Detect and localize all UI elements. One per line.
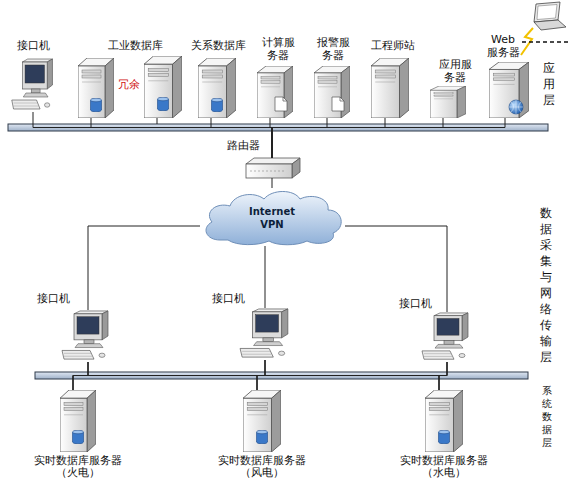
compute-server: 计算服 务器: [257, 66, 293, 118]
network-link: [257, 360, 265, 390]
network-link: [265, 360, 439, 390]
layer-divider: [522, 41, 568, 43]
network-link: [33, 112, 272, 158]
device-label: 接口机: [8, 39, 58, 52]
layer-label: 数据采集与网络传输层: [539, 205, 553, 365]
device-label: 报警服 务器: [314, 36, 352, 62]
network-link: [272, 118, 505, 158]
interface-computer: 接口机: [60, 310, 112, 362]
server-icon: [198, 58, 236, 118]
laptop-screen: [537, 5, 557, 20]
computer-icon: [12, 59, 53, 109]
server-icon: [257, 66, 293, 118]
network-link: [73, 362, 88, 390]
database-icon: [439, 430, 450, 444]
server-icon: [371, 58, 409, 118]
device-label: 关系数据库: [183, 39, 253, 52]
network-link: [91, 118, 272, 158]
network-link: [211, 118, 272, 158]
network-link: [272, 118, 385, 158]
globe-lines: [509, 100, 523, 114]
network-link: [439, 362, 447, 390]
server-icon: [60, 390, 96, 452]
computer-icon: [62, 311, 108, 359]
network-link: [257, 362, 447, 390]
device-label: 路由器: [225, 139, 261, 152]
redundancy-note: 冗余: [115, 78, 143, 91]
router-top: [246, 158, 300, 164]
router-front: [246, 164, 292, 178]
router-side: [292, 158, 300, 178]
network-link: [272, 118, 327, 158]
layer-label: 应用层: [542, 60, 556, 108]
network-link: [88, 362, 439, 390]
interface-computer: 接口机: [238, 308, 292, 360]
database-icon: [158, 97, 169, 111]
device-label: 接口机: [35, 292, 71, 305]
device-label: 实时数据库服务器 （水电）: [397, 455, 491, 479]
laptop-lid: [534, 2, 560, 22]
device-label: 接口机: [210, 292, 246, 305]
device-label: 实时数据库服务器 （风电）: [215, 455, 309, 479]
internet-cloud: Internet VPN: [200, 188, 345, 246]
network-link: [73, 360, 265, 390]
network-link: [270, 118, 272, 158]
database-icon: [73, 430, 84, 444]
web-server: Web 服务器: [489, 62, 529, 118]
realtime-db-server: 实时数据库服务器 （风电）: [243, 390, 281, 452]
server-icon: [430, 86, 466, 118]
document-icon: [332, 97, 344, 111]
cloud-label: Internet VPN: [247, 205, 297, 231]
device-label: Web 服务器: [485, 33, 521, 59]
server-icon: [78, 58, 114, 118]
device-label: 应用服 务器: [436, 58, 474, 84]
globe-icon: [509, 100, 523, 114]
server-icon: [314, 66, 350, 118]
engineer-station: 工程师站: [371, 58, 409, 118]
top-bus-bar: [8, 124, 548, 131]
laptop-base: [534, 20, 566, 30]
bottom-bus-bar: [35, 372, 528, 379]
interface-computer: 接口机: [420, 312, 472, 362]
network-link: [272, 118, 443, 158]
network-link: [265, 246, 266, 308]
interface-computer: 接口机: [10, 58, 56, 112]
computer-icon: [240, 309, 288, 357]
device-label: 计算服 务器: [259, 36, 297, 62]
database-server: 关系数据库: [198, 58, 236, 118]
realtime-db-server: 实时数据库服务器 （水电）: [425, 390, 463, 452]
network-link: [272, 178, 273, 188]
device-label: 实时数据库服务器 （火电）: [31, 455, 125, 479]
document-icon: [275, 97, 287, 111]
server-icon: [243, 390, 281, 452]
device-label: 接口机: [397, 297, 433, 310]
realtime-db-server: 实时数据库服务器 （火电）: [60, 390, 96, 452]
device-label: 工业数据库: [100, 39, 170, 52]
network-link: [73, 362, 447, 390]
network-link: [88, 362, 257, 390]
device-label: 工程师站: [363, 39, 423, 52]
router-ports: [250, 171, 286, 172]
cloud-outline: [206, 192, 341, 245]
computer-icon: [422, 313, 468, 359]
network-link: [88, 226, 200, 310]
router-device: 路由器: [246, 158, 300, 178]
alarm-server: 报警服 务器: [314, 66, 350, 118]
network-link: [345, 226, 447, 312]
server-icon: [489, 62, 529, 118]
database-icon: [212, 98, 223, 112]
application-server: 应用服 务器: [430, 86, 466, 118]
database-icon: [91, 98, 102, 112]
server-icon: [144, 56, 182, 118]
server-icon: [425, 390, 463, 452]
redundant-server-stub: [157, 118, 158, 124]
database-icon: [257, 430, 268, 444]
layer-label: 系统数据层: [541, 384, 553, 449]
